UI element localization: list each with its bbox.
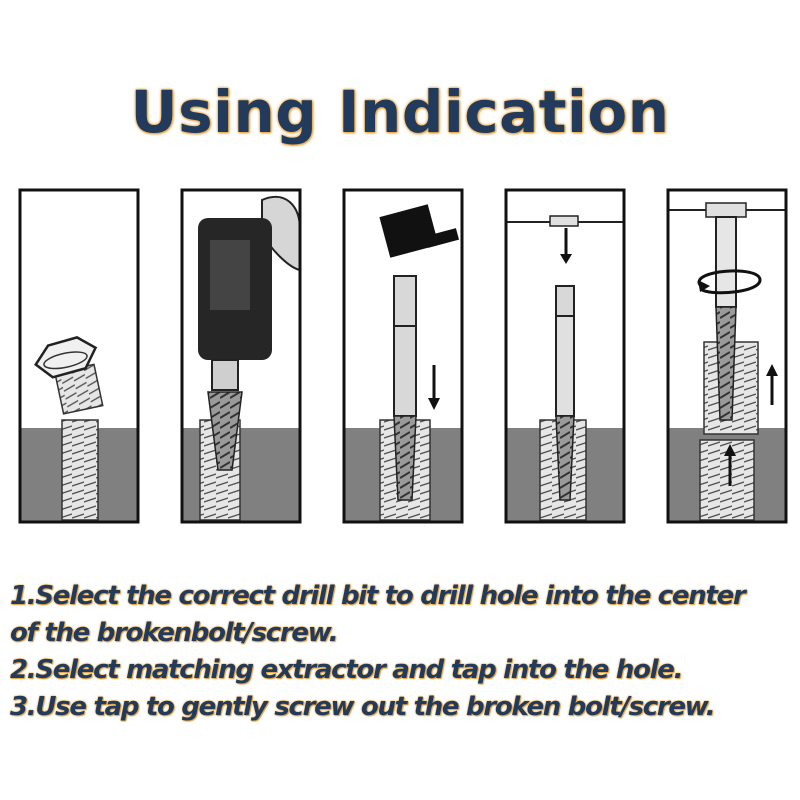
extractor-icon — [555, 285, 575, 501]
arrow-up-icon — [724, 444, 736, 486]
panel-step-extractor — [504, 188, 626, 524]
panel-step-drill — [180, 188, 302, 524]
instruction-steps: 1.Select the correct drill bit to drill … — [10, 578, 795, 726]
panel-step-hammer — [342, 188, 464, 524]
arrow-up-icon — [766, 364, 778, 405]
instruction-panels — [18, 188, 788, 524]
step-2: 2.Select matching extractor and tap into… — [10, 655, 683, 685]
page-title: Using Indication — [130, 78, 670, 146]
arrow-down-icon — [428, 365, 440, 410]
broken-bolt-icon — [34, 336, 104, 415]
panel-step-tap-wrench — [666, 188, 788, 524]
tap-wrench-icon — [697, 202, 762, 421]
drill-icon — [198, 195, 301, 471]
hammer-icon — [379, 204, 460, 258]
panel-step-broken-bolt — [18, 188, 140, 524]
step-1-line-2: of the brokenbolt/screw. — [10, 618, 339, 648]
arrow-down-icon — [560, 228, 572, 264]
extractor-icon — [393, 275, 417, 501]
step-1-line-1: 1.Select the correct drill bit to drill … — [10, 581, 746, 611]
step-3: 3.Use tap to gently screw out the broken… — [10, 692, 716, 722]
